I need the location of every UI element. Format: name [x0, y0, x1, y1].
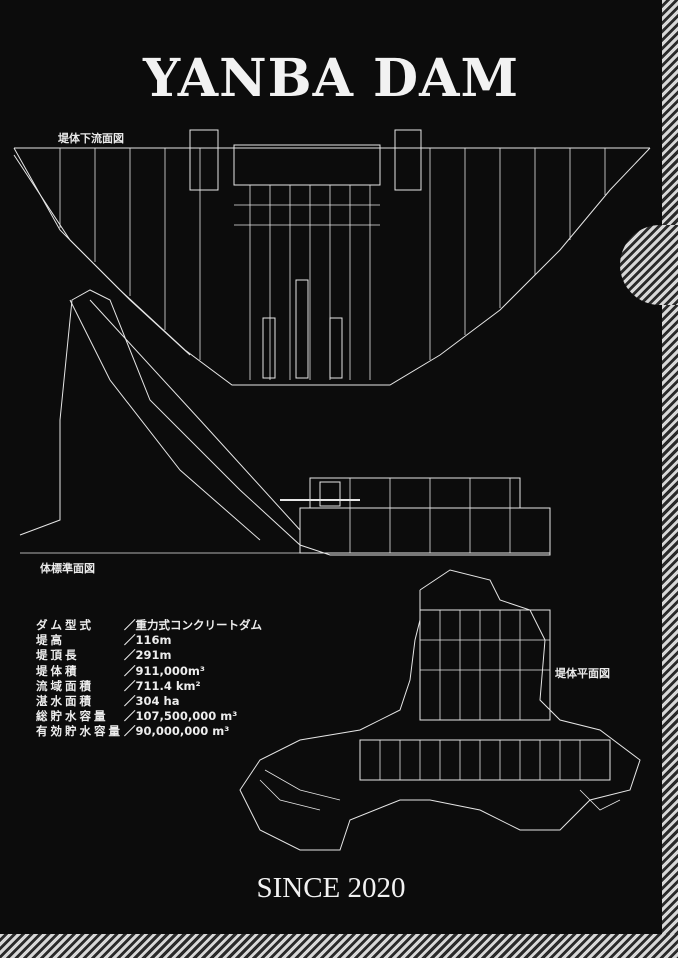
standard-section-drawing [19, 289, 551, 556]
spec-row: 堤高／116m [36, 633, 172, 648]
folder-notch [620, 225, 678, 305]
dam-drawings [13, 129, 651, 851]
downstream-elevation-drawing [13, 129, 651, 386]
standard-section-label: 体標準面図 [40, 562, 95, 575]
folder-edge-right [662, 0, 678, 958]
since-year: SINCE 2020 [256, 872, 406, 904]
dam-specifications: ダム型式／重力式コンクリートダム 堤高／116m 堤頂長／291m 堤体積／91… [36, 618, 262, 740]
spec-row: 堤頂長／291m [36, 648, 172, 663]
plan-view-drawing [239, 569, 641, 851]
spec-row: 有効貯水容量／90,000,000 m³ [36, 724, 230, 739]
page-title: YANBA DAM [142, 48, 520, 109]
spec-row: 流域面積／711.4 km² [36, 678, 201, 693]
folder-edge-bottom [0, 934, 678, 958]
document-folder [0, 0, 666, 934]
downstream-label: 堤体下流面図 [58, 132, 124, 145]
spec-row: 総貯水容量／107,500,000 m³ [36, 709, 238, 724]
spec-row: 堤体積／911,000m³ [36, 663, 205, 678]
plan-label: 堤体平面図 [555, 667, 610, 680]
spec-row: ダム型式／重力式コンクリートダム [36, 618, 262, 632]
spec-row: 湛水面積／304 ha [36, 694, 180, 709]
